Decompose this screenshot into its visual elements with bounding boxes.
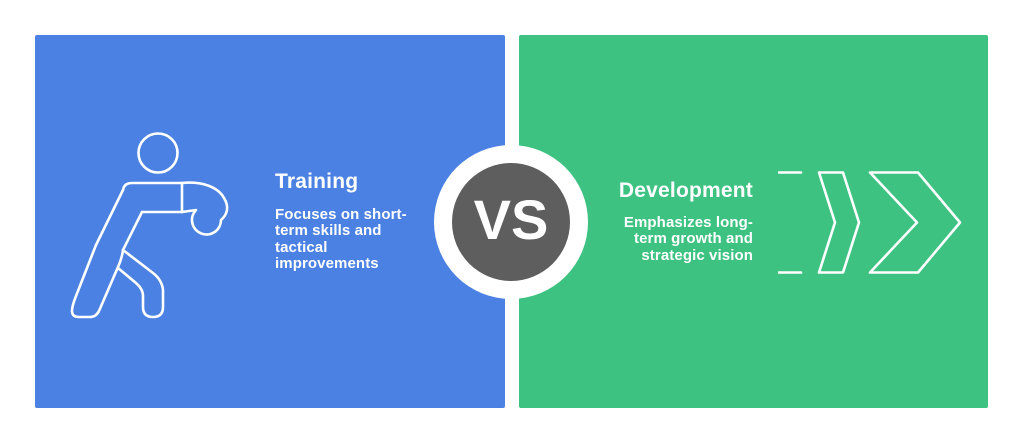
vs-badge: VS — [452, 163, 570, 281]
development-panel: Development Emphasizes long- term growth… — [519, 35, 988, 408]
fast-forward-chevrons-icon — [777, 171, 963, 274]
development-title: Development — [618, 178, 753, 202]
training-title: Training — [275, 170, 359, 194]
vs-label: VS — [473, 187, 549, 251]
training-text-block: Training Focuses on short- term skills a… — [275, 35, 485, 408]
development-description: Emphasizes long- term growth and strateg… — [623, 213, 753, 264]
training-description: Focuses on short- term skills and tactic… — [275, 205, 407, 273]
training-panel: Training Focuses on short- term skills a… — [35, 35, 505, 408]
development-text-block: Development Emphasizes long- term growth… — [543, 35, 753, 408]
boxer-icon — [60, 110, 250, 340]
